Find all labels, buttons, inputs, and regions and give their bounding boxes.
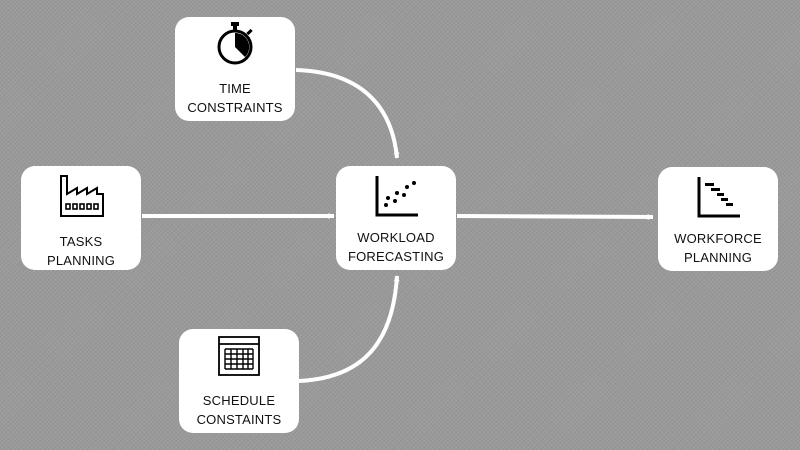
stopwatch-icon — [217, 22, 253, 65]
node-label-line2: CONSTAINTS — [196, 412, 282, 427]
edge-workload-to-workforce — [456, 213, 654, 220]
node-label-line1: SCHEDULE — [202, 393, 276, 408]
node-tasks-planning: TASKS PLANNING — [21, 166, 141, 270]
node-label-line1: WORKLOAD — [357, 230, 435, 245]
node-schedule-constraints: SCHEDULE CONSTAINTS — [179, 329, 299, 433]
edge-time-to-workload — [295, 68, 400, 159]
factory-icon — [60, 175, 104, 217]
scatter-chart-icon — [375, 176, 418, 217]
node-workforce-planning: WORKFORCE PLANNING — [658, 167, 778, 271]
node-label-line2: PLANNING — [46, 253, 116, 268]
node-time-constraints: TIME CONSTRAINTS — [175, 17, 295, 121]
edge-schedule-to-workload — [298, 275, 400, 383]
node-label-line2: PLANNING — [683, 250, 753, 265]
node-label-line1: TIME — [219, 81, 251, 96]
node-label-line2: CONSTRAINTS — [187, 100, 283, 115]
gantt-chart-icon — [697, 177, 740, 218]
node-label-line2: FORECASTING — [347, 249, 445, 264]
node-workload-forecasting: WORKLOAD FORECASTING — [336, 166, 456, 270]
node-label-line1: WORKFORCE — [674, 231, 762, 246]
calendar-icon — [218, 336, 260, 376]
node-label-line1: TASKS — [59, 234, 103, 249]
